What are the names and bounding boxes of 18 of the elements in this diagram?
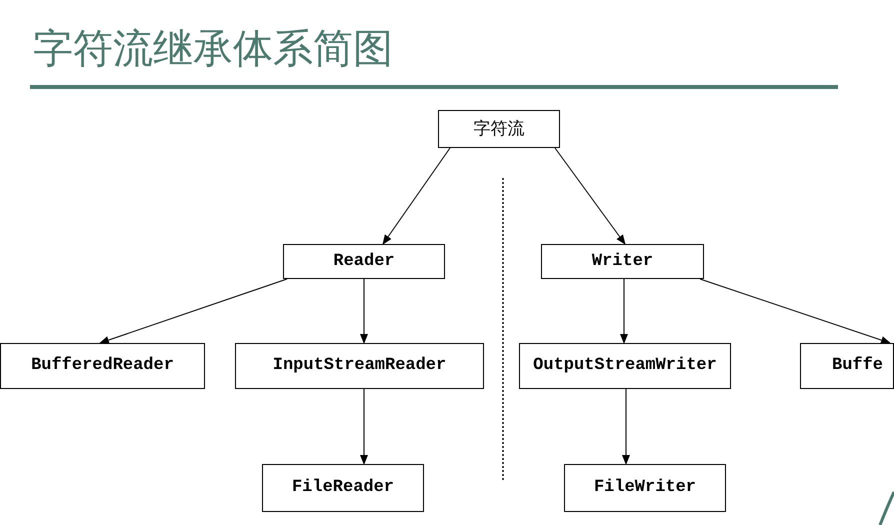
class-box: Writer xyxy=(541,244,704,279)
class-box: FileReader xyxy=(262,464,424,512)
arrow xyxy=(620,278,628,344)
class-box: Buffe xyxy=(800,343,894,389)
class-box: 字符流 xyxy=(438,110,560,148)
arrow xyxy=(382,148,450,245)
class-box: BufferedReader xyxy=(0,343,205,389)
arrow xyxy=(360,278,368,344)
arrow xyxy=(622,388,630,465)
class-box: InputStreamReader xyxy=(235,343,484,389)
arrow xyxy=(360,388,368,465)
class-box: OutputStreamWriter xyxy=(519,343,731,389)
title: 字符流继承体系简图 xyxy=(33,25,393,73)
class-box: Reader xyxy=(283,244,445,279)
arrow xyxy=(700,278,891,344)
arrow xyxy=(554,148,626,245)
arrow xyxy=(99,278,288,344)
class-box: FileWriter xyxy=(564,464,726,512)
